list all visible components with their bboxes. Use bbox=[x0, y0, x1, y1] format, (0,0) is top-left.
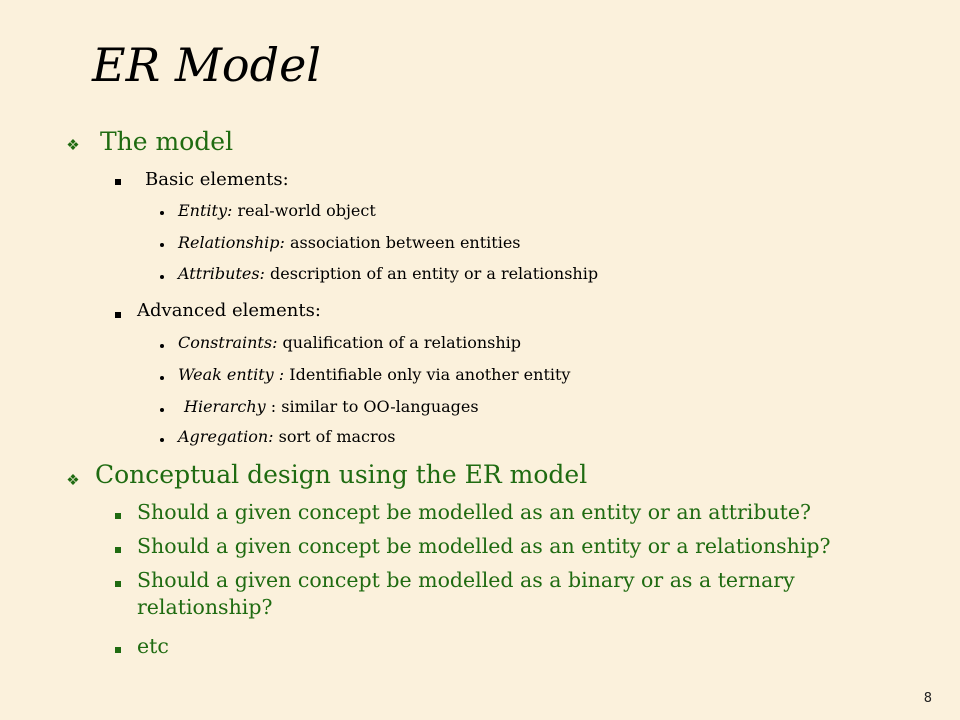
square-bullet-icon bbox=[115, 513, 121, 519]
slide-number: 8 bbox=[923, 691, 932, 706]
dot-bullet-icon bbox=[160, 243, 164, 247]
square-bullet-icon bbox=[115, 179, 121, 185]
list-item-entity-or-relationship: Should a given concept be modelled as an… bbox=[137, 534, 831, 558]
desc-constraints: qualification of a relationship bbox=[277, 333, 522, 352]
term-agregation: Agregation: bbox=[178, 427, 274, 446]
square-bullet-icon bbox=[115, 547, 121, 553]
diamond-bullet-icon: ❖ bbox=[66, 136, 80, 154]
list-item-etc: etc bbox=[137, 634, 169, 658]
desc-weak-entity: Identifiable only via another entity bbox=[284, 365, 571, 384]
term-weak-entity: Weak entity : bbox=[178, 365, 285, 384]
list-item-attributes: Attributes: description of an entity or … bbox=[178, 264, 599, 283]
square-bullet-icon bbox=[115, 312, 121, 318]
dot-bullet-icon bbox=[160, 376, 164, 380]
desc-agregation: sort of macros bbox=[273, 427, 396, 446]
list-item-agregation: Agregation: sort of macros bbox=[178, 427, 396, 446]
list-item-constraints: Constraints: qualification of a relation… bbox=[178, 333, 522, 352]
section-heading-model: The model bbox=[100, 127, 234, 156]
term-entity: Entity: bbox=[178, 201, 233, 220]
dot-bullet-icon bbox=[160, 408, 164, 412]
slide-title: ER Model bbox=[92, 38, 322, 92]
list-item-entity: Entity: real-world object bbox=[178, 201, 376, 220]
desc-attributes: description of an entity or a relationsh… bbox=[264, 264, 599, 283]
list-item-weak-entity: Weak entity : Identifiable only via anot… bbox=[178, 365, 571, 384]
list-item-hierarchy: Hierarchy : similar to OO-languages bbox=[184, 397, 479, 416]
list-item-entity-or-attribute: Should a given concept be modelled as an… bbox=[137, 500, 812, 524]
dot-bullet-icon bbox=[160, 275, 164, 279]
square-bullet-icon bbox=[115, 647, 121, 653]
list-item-binary-or-ternary: Should a given concept be modelled as a … bbox=[137, 568, 795, 592]
list-item-relationship: Relationship: association between entiti… bbox=[178, 233, 521, 252]
term-relationship: Relationship: bbox=[178, 233, 285, 252]
square-bullet-icon bbox=[115, 581, 121, 587]
desc-relationship: association between entities bbox=[284, 233, 521, 252]
dot-bullet-icon bbox=[160, 344, 164, 348]
section-heading-conceptual-design: Conceptual design using the ER model bbox=[95, 460, 588, 489]
term-hierarchy: Hierarchy bbox=[184, 397, 266, 416]
group-label-basic: Basic elements: bbox=[145, 169, 289, 190]
diamond-bullet-icon: ❖ bbox=[66, 471, 80, 489]
term-constraints: Constraints: bbox=[178, 333, 278, 352]
desc-hierarchy: : similar to OO-languages bbox=[265, 397, 479, 416]
dot-bullet-icon bbox=[160, 438, 164, 442]
term-attributes: Attributes: bbox=[178, 264, 265, 283]
group-label-advanced: Advanced elements: bbox=[137, 300, 321, 321]
desc-entity: real-world object bbox=[232, 201, 376, 220]
list-item-binary-or-ternary-continued: relationship? bbox=[137, 595, 273, 619]
dot-bullet-icon bbox=[160, 211, 164, 215]
